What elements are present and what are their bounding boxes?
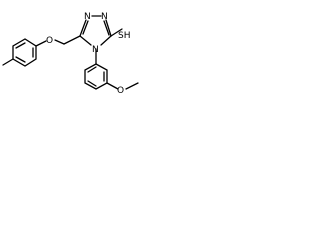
methoxyphenyl-ring	[84, 63, 108, 90]
atom-triazole-n1: N	[84, 12, 91, 22]
atom-thiol: SH	[118, 31, 130, 41]
triazole-ring	[79, 15, 112, 46]
tolyl-ring	[12, 38, 37, 67]
bond-thiol	[110, 28, 123, 37]
bond-ring-ether	[35, 40, 47, 47]
atom-triazole-n2: N	[101, 12, 108, 22]
structure-svg: O N N N SH O	[2, 12, 139, 96]
atom-ether-oxygen: O	[46, 36, 53, 46]
structure-diagram: O N N N SH O	[0, 0, 172, 110]
atom-triazole-n4: N	[92, 45, 99, 55]
bond-methoxy-methyl	[125, 82, 139, 90]
bond-methyl	[2, 58, 14, 66]
bond-ether-ch2	[54, 39, 65, 45]
bond-ch2-triazole	[63, 35, 81, 45]
bond-ring-methoxy	[106, 82, 119, 90]
atom-methoxy-oxygen: O	[117, 86, 124, 96]
